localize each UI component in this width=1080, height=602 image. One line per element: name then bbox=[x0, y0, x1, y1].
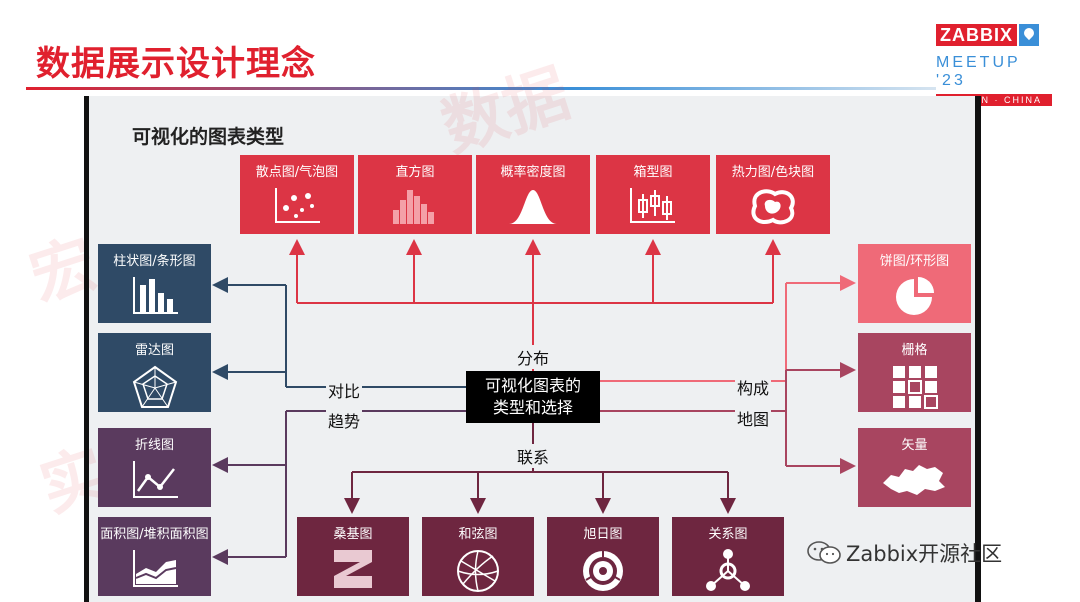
chart-type-vector-map: 矢量 bbox=[858, 428, 971, 507]
density-curve-icon bbox=[509, 190, 557, 224]
chart-type-bar: 柱状图/条形图 bbox=[98, 244, 211, 323]
chart-type-line: 折线图 bbox=[98, 428, 211, 507]
area-chart-icon bbox=[132, 550, 178, 587]
category-composition: 构成 bbox=[735, 375, 772, 399]
center-node: 可视化图表的 类型和选择 bbox=[466, 371, 600, 423]
chart-type-label: 直方图 bbox=[395, 165, 435, 180]
chart-type-label: 栅格 bbox=[901, 343, 928, 358]
category-distribution: 分布 bbox=[515, 345, 552, 369]
chart-type-label: 热力图/色块图 bbox=[731, 165, 815, 180]
network-graph-icon bbox=[706, 549, 750, 591]
center-line-1: 可视化图表的 bbox=[484, 376, 581, 395]
boxplot-icon bbox=[630, 188, 675, 223]
chart-type-heatmap: 热力图/色块图 bbox=[716, 155, 830, 234]
chart-type-boxplot: 箱型图 bbox=[596, 155, 710, 234]
logo-event: MEETUP '23 bbox=[936, 54, 1021, 89]
bar-chart-icon bbox=[132, 277, 178, 314]
chart-type-label: 概率密度图 bbox=[500, 165, 566, 180]
chart-type-label: 旭日图 bbox=[583, 527, 623, 542]
category-relation: 联系 bbox=[515, 444, 552, 468]
category-comparison: 对比 bbox=[326, 378, 363, 402]
title-underline bbox=[26, 87, 936, 90]
grid-chart-icon bbox=[892, 366, 938, 409]
chart-type-density: 概率密度图 bbox=[476, 155, 590, 234]
center-line-2: 类型和选择 bbox=[492, 398, 573, 417]
panel-left-edge bbox=[84, 96, 89, 602]
chart-type-label: 桑基图 bbox=[333, 527, 373, 542]
comparison-connectors bbox=[212, 277, 466, 388]
location-pin-icon bbox=[1019, 24, 1039, 46]
sankey-icon bbox=[334, 550, 372, 588]
category-trend: 趋势 bbox=[326, 408, 363, 432]
chart-type-label: 折线图 bbox=[134, 438, 174, 453]
pie-chart-icon bbox=[895, 277, 934, 315]
chart-type-sankey: 桑基图 bbox=[297, 517, 409, 596]
composition-connectors bbox=[600, 275, 856, 382]
category-map: 地图 bbox=[735, 406, 772, 430]
chart-type-histogram: 直方图 bbox=[358, 155, 472, 234]
chart-type-scatter: 散点图/气泡图 bbox=[240, 155, 354, 234]
chart-type-label: 关系图 bbox=[708, 527, 748, 542]
chart-type-label: 矢量 bbox=[901, 438, 928, 453]
chart-type-network: 关系图 bbox=[672, 517, 784, 596]
chart-type-label: 雷达图 bbox=[134, 343, 174, 358]
chart-type-label: 箱型图 bbox=[633, 165, 673, 180]
chart-type-radar: 雷达图 bbox=[98, 333, 211, 412]
histogram-icon bbox=[393, 190, 434, 224]
chart-type-label: 饼图/环形图 bbox=[879, 254, 950, 269]
map-icon bbox=[882, 465, 945, 495]
panel-right-edge bbox=[975, 96, 981, 602]
wechat-account-name: Zabbix开源社区 bbox=[846, 542, 1003, 566]
line-chart-icon bbox=[132, 461, 178, 498]
chart-type-label: 散点图/气泡图 bbox=[255, 165, 339, 180]
logo-brand: ZABBIX bbox=[936, 24, 1017, 46]
page-title: 数据展示设计理念 bbox=[36, 44, 316, 84]
chord-diagram-icon bbox=[457, 550, 499, 592]
heatmap-blob-icon bbox=[751, 189, 795, 225]
chart-type-label: 面积图/堆积面积图 bbox=[100, 527, 209, 542]
chart-type-label: 和弦图 bbox=[458, 527, 498, 542]
chart-type-sunburst: 旭日图 bbox=[547, 517, 659, 596]
chart-type-label: 柱状图/条形图 bbox=[113, 254, 196, 269]
sunburst-icon bbox=[583, 551, 623, 591]
chart-type-area: 面积图/堆积面积图 bbox=[98, 517, 211, 596]
radar-chart-icon bbox=[132, 365, 177, 408]
chart-type-pie: 饼图/环形图 bbox=[858, 244, 971, 323]
trend-connectors bbox=[212, 410, 466, 565]
panel-title: 可视化的图表类型 bbox=[132, 126, 285, 148]
scatter-icon bbox=[275, 188, 320, 223]
wechat-icon bbox=[807, 541, 841, 564]
map-connectors bbox=[600, 362, 856, 474]
chart-type-chord: 和弦图 bbox=[422, 517, 534, 596]
chart-type-grid: 栅格 bbox=[858, 333, 971, 412]
